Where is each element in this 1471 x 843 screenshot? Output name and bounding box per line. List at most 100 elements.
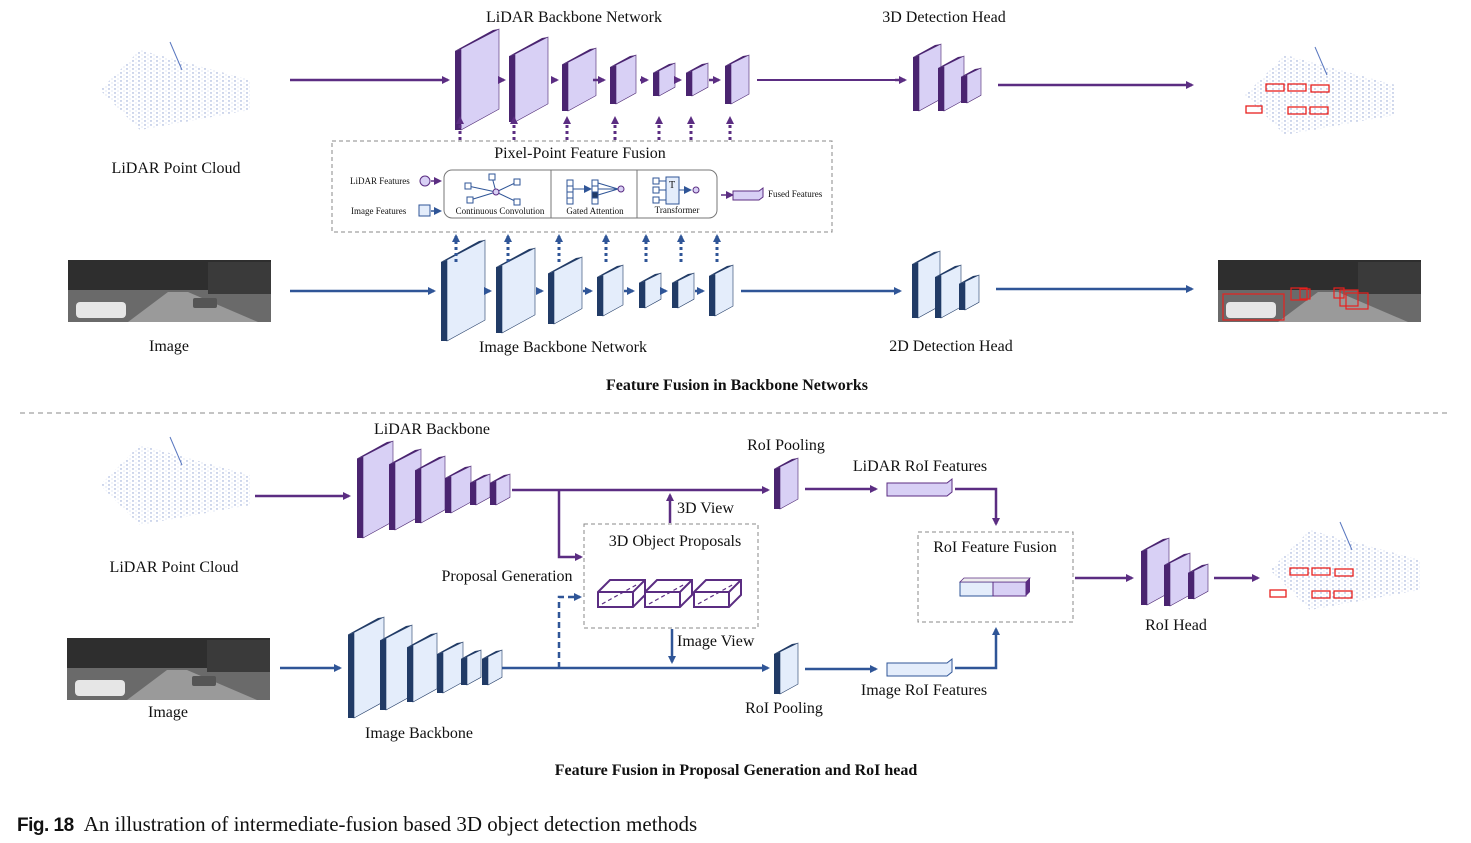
detection-box-bottom-box-0 (1289, 567, 1309, 576)
fused-features-label: Fused Features (768, 189, 823, 199)
lidar-backbone-layer-4-edge (653, 70, 659, 96)
image-backbone-bottom-layer-4-edge (461, 656, 467, 685)
transformer-label: Transformer (654, 205, 700, 215)
lidar-backbone-layer-0-edge (455, 48, 461, 130)
image-backbone-bottom-layer-4-face (466, 649, 482, 686)
cc-edge-0 (467, 185, 497, 193)
roi-feature-fusion-box (917, 531, 1074, 623)
fused-feature-block-icon (732, 187, 764, 201)
ga-target-cell-3 (591, 197, 599, 205)
lidar-backbone-layer-2-face (567, 47, 597, 112)
figure-number: Fig. 18 (17, 815, 74, 836)
ga-fan-0 (597, 182, 619, 190)
lidar-backbone-bottom-layer-0-edge (357, 456, 363, 538)
image-roi-to-fusion-arrow (955, 627, 1000, 670)
image-label-top: Image (149, 338, 189, 355)
proposal-cube-icon-1 (644, 579, 693, 608)
ga-output-icon (617, 185, 625, 193)
image-backbone-layer-4-edge (639, 280, 645, 308)
roi-pooling-top-label: RoI Pooling (747, 437, 825, 454)
image-backbone-layer-3-edge (597, 275, 603, 316)
image-backbone-layer-5-face (677, 272, 695, 309)
proposal-cube-icon-2 (693, 579, 742, 608)
image-backbone-bottom-layer-0-face (353, 616, 385, 719)
cc-node-0 (464, 182, 472, 190)
image-backbone-bottom-layer-1-edge (380, 638, 386, 710)
detection-box-bottom-box-1 (1311, 567, 1331, 576)
proposal-generation-label: Proposal Generation (441, 568, 573, 585)
3d-head-layer-2-edge (961, 74, 967, 103)
lidar-point-cloud-output-top (1245, 55, 1395, 135)
3d-head-layer-2-face (966, 67, 982, 104)
detection-box-top-box-4 (1287, 106, 1307, 115)
lidar-backbone-network-label: LiDAR Backbone Network (486, 9, 662, 26)
roi-pooling-bottom-block-face (779, 642, 799, 695)
cc-node-2 (513, 178, 521, 186)
ga-source-cell-2 (566, 191, 574, 199)
image-backbone-bottom-layer-0-edge (348, 632, 354, 718)
2d-head-layer-1-edge (935, 275, 941, 318)
tf-input-2 (652, 196, 660, 204)
detection-box-top-box-1 (1287, 83, 1307, 92)
image-backbone-layer-5-edge (672, 280, 678, 308)
lidar-backbone-bottom-layer-4-edge (470, 480, 476, 505)
lidar-backbone-layer-6-face (730, 54, 750, 105)
image-backbone-layer-4-face (644, 272, 662, 309)
image-backbone-network-label: Image Backbone Network (479, 339, 647, 356)
2d-head-layer-2-edge (959, 281, 965, 310)
lidar-backbone-layer-1-edge (509, 54, 515, 122)
detection-box-bottom-box-5 (1333, 590, 1353, 599)
detection-box-top-box-2 (1310, 84, 1330, 93)
lidar-backbone-layer-0-face (460, 28, 500, 131)
image-backbone-layer-2-edge (548, 271, 554, 324)
lidar-backbone-layer-4-face (658, 62, 676, 97)
lidar-point-cloud-top-pole (169, 41, 183, 71)
roi-head-layer-2-edge (1188, 570, 1194, 599)
gated-attention-label: Gated Attention (566, 206, 624, 216)
cc-node-1 (488, 173, 496, 181)
lidar-backbone-layer-6-edge (725, 63, 731, 104)
roi-pooling-top-block-edge (774, 466, 780, 509)
lidar-point-cloud-output-bottom-pole (1339, 521, 1353, 551)
lidar-backbone-bottom-layer-2-edge (415, 468, 421, 523)
3d-head-layer-0-edge (913, 55, 919, 111)
lidar-point-cloud-top (100, 50, 250, 130)
section-title-proposal-roi-fusion: Feature Fusion in Proposal Generation an… (554, 762, 918, 779)
image-backbone-bottom-layer-5-edge (482, 656, 488, 685)
caption-text: An illustration of intermediate-fusion b… (83, 812, 698, 836)
tf-input-1 (652, 186, 660, 194)
roi-head-layer-1-edge (1164, 563, 1170, 606)
section-title-backbone-fusion: Feature Fusion in Backbone Networks (606, 377, 868, 394)
lidar-roi-to-fusion-arrow (955, 487, 1000, 526)
2d-detection-head-label: 2D Detection Head (889, 338, 1013, 355)
lidar-backbone-bottom-layer-5-face (495, 473, 511, 506)
image-roi-feature-block (886, 657, 953, 677)
3d-head-layer-0-face (918, 43, 942, 112)
lidar-backbone-layer-1-face (514, 36, 549, 123)
image-backbone-bottom-layer-2-face (412, 632, 438, 703)
street-scene-icon (68, 260, 271, 322)
lidar-backbone-bottom-layer-1-edge (389, 462, 395, 530)
detection-box-bottom-box-2 (1334, 568, 1354, 577)
lidar-point-cloud-label-bottom: LiDAR Point Cloud (109, 559, 239, 576)
image-label-bottom: Image (148, 704, 188, 721)
ga-target-cell-2 (591, 191, 599, 199)
fused-roi-top (959, 577, 1031, 583)
cc-center-icon (492, 188, 500, 196)
image-backbone-layer-0-edge (441, 259, 447, 341)
cc-edge-3 (469, 191, 497, 201)
2d-head-layer-0-edge (912, 262, 918, 318)
lidar-roi-features-label: LiDAR RoI Features (852, 458, 988, 475)
lidar-backbone-layer-3-face (615, 54, 637, 105)
lidar-backbone-bottom-layer-3-edge (445, 476, 451, 513)
image-input-photo-bottom (67, 638, 270, 700)
fused-roi-lidar-part (992, 581, 1027, 597)
image-feature-icon (418, 204, 431, 217)
lidar-point-cloud-output-bottom (1270, 530, 1420, 610)
image-input-photo-top (68, 260, 271, 322)
roi-head-layer-2-face (1193, 563, 1209, 600)
image-features-label: Image Features (351, 206, 407, 216)
lidar-backbone-bottom-layer-2-face (420, 455, 446, 524)
ga-target-cell-1 (591, 185, 599, 193)
